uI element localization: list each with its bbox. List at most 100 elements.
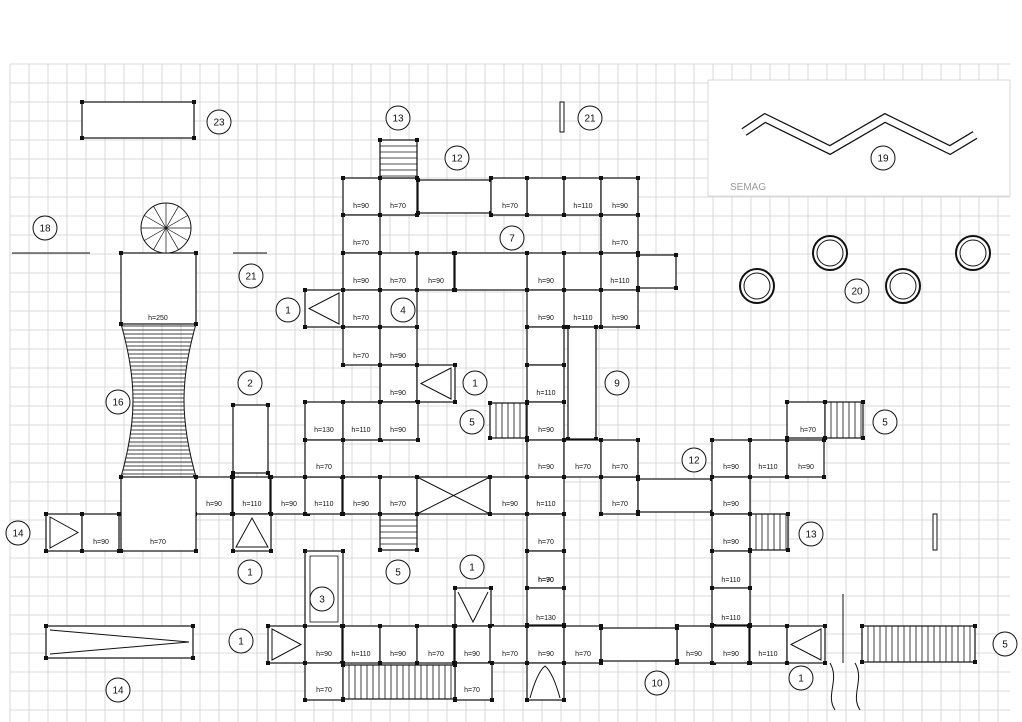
post-marker (860, 624, 864, 628)
platform-module (232, 476, 271, 515)
platform-module (526, 476, 565, 515)
callout-circle (577, 105, 603, 131)
post-marker (415, 251, 419, 255)
height-label: h=110 (721, 615, 740, 622)
height-label: h=70 (612, 501, 628, 508)
post-marker (710, 624, 714, 628)
slide-module (45, 513, 83, 552)
post-marker (636, 176, 640, 180)
cobble-module (600, 627, 678, 662)
post-marker (525, 176, 529, 180)
height-label: h=90 (538, 315, 554, 322)
cobble-module (637, 254, 677, 289)
semag-label: SEMAG (730, 182, 766, 193)
post-marker (860, 660, 864, 664)
height-label: h=110 (536, 501, 555, 508)
height-label: h=90 (390, 353, 406, 360)
callout-circle (870, 145, 896, 171)
platform-module (304, 625, 343, 664)
post-marker (710, 661, 714, 665)
height-label: h=250 (148, 315, 168, 322)
callout-number: 5 (469, 418, 475, 429)
callout-number: 14 (12, 529, 24, 540)
post-marker (191, 656, 195, 660)
cross-brace (416, 476, 491, 515)
height-label: h=70 (575, 651, 591, 658)
height-label: h=90 (612, 315, 628, 322)
stair-module (861, 625, 976, 663)
post-marker (378, 512, 382, 516)
height-label: h=90 (723, 501, 739, 508)
post-marker (192, 100, 196, 104)
post-marker (303, 400, 307, 404)
callout-number: 10 (651, 679, 663, 690)
platform-module (379, 401, 419, 441)
post-marker (562, 512, 566, 516)
platform-module (600, 476, 639, 515)
callout-number: 1 (472, 379, 478, 390)
post-marker (378, 176, 382, 180)
height-label: h=90 (428, 278, 444, 285)
post-marker (562, 213, 566, 217)
platform-module (526, 252, 565, 291)
post-marker (785, 438, 789, 442)
callout-circle (385, 559, 411, 585)
callout-circle (105, 389, 131, 415)
post-marker (341, 325, 345, 329)
post-marker (378, 213, 382, 217)
callout-circle (459, 409, 485, 435)
callout-circle (992, 631, 1018, 657)
spiral-step (144, 227, 167, 241)
platform-module (270, 476, 309, 515)
post-marker (594, 325, 598, 329)
post-marker (710, 586, 714, 590)
height-label: h=110 (242, 501, 261, 508)
climbing-wall (120, 323, 197, 478)
post-marker (378, 438, 382, 442)
height-label: h=90 (686, 651, 702, 658)
post-marker (266, 403, 270, 407)
post-marker (453, 363, 457, 367)
post-marker (562, 363, 566, 367)
post-marker (710, 549, 714, 553)
bar-element (932, 513, 938, 551)
post-marker (525, 213, 529, 217)
post-marker (378, 400, 382, 404)
slide-chute (271, 628, 303, 661)
post-marker (566, 325, 570, 329)
post-marker (636, 253, 640, 257)
post-marker (748, 475, 752, 479)
post-marker (341, 549, 345, 553)
height-label: h=70 (464, 687, 480, 694)
spiral-step (165, 227, 188, 241)
post-marker (562, 325, 566, 329)
slide-module (267, 625, 306, 664)
post-marker (599, 251, 603, 255)
arch (529, 665, 561, 699)
height-label: h=130 (314, 427, 334, 434)
post-marker (44, 549, 48, 553)
spiral-step (144, 215, 167, 229)
post-marker (303, 288, 307, 292)
post-marker (525, 288, 529, 292)
post-marker (785, 400, 789, 404)
callout-circle (309, 586, 335, 612)
height-label: h=70 (353, 315, 369, 322)
post-marker (453, 624, 457, 628)
height-label: h=110 (573, 203, 592, 210)
platform-module (379, 364, 418, 403)
post-marker (415, 548, 419, 552)
height-label: h=70 (538, 577, 554, 584)
slide-chute (235, 516, 269, 548)
post-marker (341, 251, 345, 255)
post-marker (562, 586, 566, 590)
post-marker (566, 437, 570, 441)
platform-module (526, 550, 565, 589)
height-label: h=90 (798, 464, 814, 471)
post-marker (453, 251, 457, 255)
post-marker (269, 512, 273, 516)
post-marker (378, 363, 382, 367)
height-label: h=90 (538, 278, 554, 285)
post-marker (303, 475, 307, 479)
height-label: h=90 (538, 651, 554, 658)
